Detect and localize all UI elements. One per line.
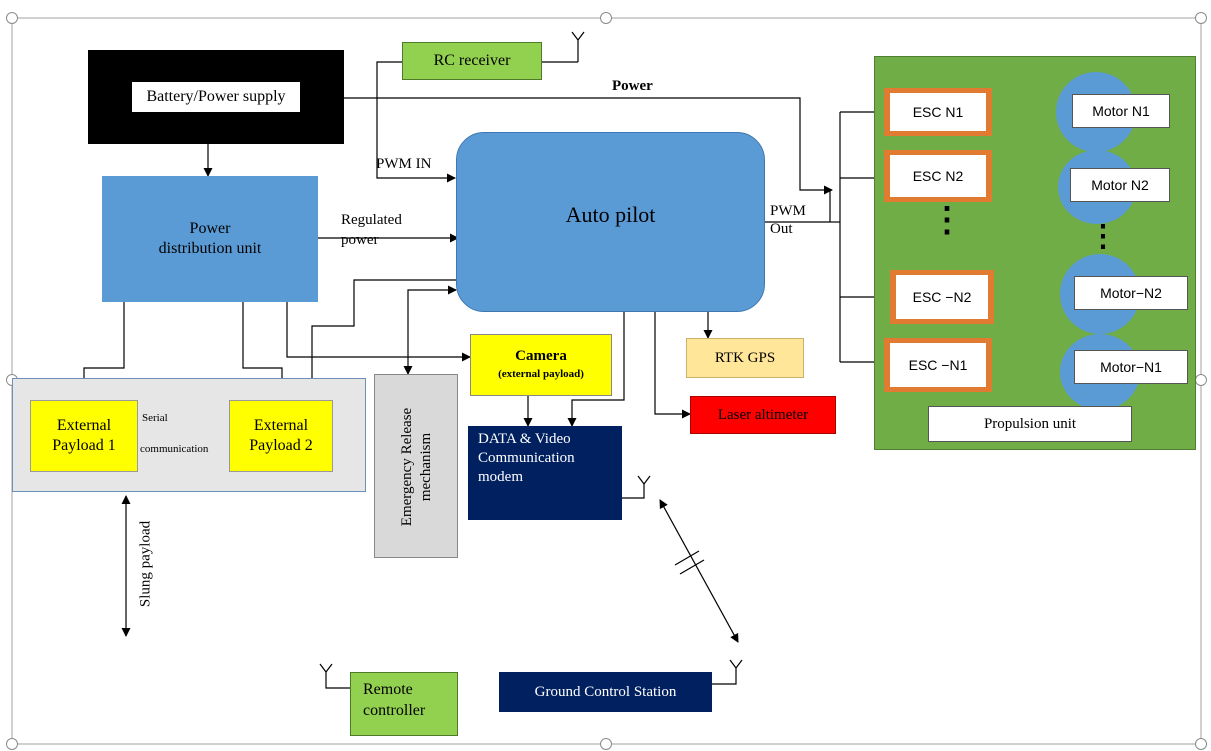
modem-box: DATA & Video Communication modem [468, 426, 622, 520]
pdu-to-camera [286, 302, 471, 362]
esc-n1: ESC −N1 [884, 338, 992, 392]
pdu-label-1: Power [189, 220, 231, 237]
modem-label-1: DATA & Video [478, 431, 571, 447]
camera-title: Camera [515, 348, 567, 364]
modem-antenna [622, 484, 645, 499]
motor-dots: ⋮ [1088, 220, 1118, 253]
rtk-gps-box: RTK GPS [686, 338, 804, 378]
motor-n2-label: Motor−N2 [1074, 276, 1188, 310]
laser-altimeter-box: Laser altimeter [690, 396, 836, 434]
pwm-in-label: PWM IN [376, 156, 432, 172]
resize-handle-tr[interactable] [1195, 12, 1207, 24]
modem-label-2: Communication [478, 450, 575, 466]
modem-label-3: modem [478, 469, 523, 485]
camera-box: Camera (external payload) [470, 334, 612, 396]
pwm-in-line [376, 61, 456, 183]
esc-1: ESC N1 [884, 88, 992, 136]
external-payload-2: External Payload 2 [229, 400, 333, 472]
resize-handle-mr[interactable] [1195, 374, 1207, 386]
rtk-gps-label: RTK GPS [714, 349, 776, 366]
autopilot-box: Auto pilot [456, 132, 765, 312]
communication-label: communication [140, 443, 209, 455]
rc-controller-antenna [325, 672, 350, 689]
autopilot-to-modem [567, 312, 625, 427]
battery-box: Battery/Power supply [88, 50, 344, 144]
power-label: Power [612, 78, 653, 94]
autopilot-label: Auto pilot [565, 202, 656, 227]
power-line [344, 97, 833, 195]
external-payload-1: External Payload 1 [30, 400, 138, 472]
emergency-link [403, 285, 457, 375]
laser-altimeter-label: Laser altimeter [717, 406, 809, 423]
battery-label: Battery/Power supply [132, 82, 300, 112]
resize-handle-tm[interactable] [600, 12, 612, 24]
resize-handle-tl[interactable] [6, 12, 18, 24]
regulated-power-label: Regulated power [341, 212, 402, 248]
rc-receiver-label: RC receiver [433, 52, 511, 69]
esc-2: ESC N2 [884, 150, 992, 202]
serial-label: Serial [142, 412, 168, 424]
autopilot-to-payload2 [307, 279, 456, 399]
slung-payload-label: Slung payload [137, 520, 154, 608]
autopilot-to-laser [654, 312, 691, 419]
propulsion-unit-label-box: Propulsion unit [928, 406, 1132, 442]
pwm-out-label: PWM Out [770, 203, 806, 237]
emergency-release-label: Emergency Release mechanism [399, 407, 434, 527]
gcs-antenna [712, 668, 737, 685]
ground-control-station: Ground Control Station [499, 672, 712, 712]
esc-n2: ESC −N2 [890, 270, 994, 324]
rc-receiver-box: RC receiver [402, 42, 542, 80]
motor-2-label: Motor N2 [1070, 168, 1170, 202]
esc-dots: ⋮ [930, 202, 964, 239]
power-distribution-unit: Power distribution unit [102, 176, 318, 302]
motor-1-label: Motor N1 [1072, 94, 1170, 128]
resize-handle-bm[interactable] [600, 738, 612, 750]
emergency-release-box: Emergency Release mechanism [374, 374, 458, 558]
remote-controller-box: Remote controller [350, 672, 458, 736]
motor-n1-label: Motor−N1 [1074, 350, 1188, 384]
pdu-label-2: distribution unit [158, 240, 262, 257]
camera-subtitle: (external payload) [498, 368, 584, 380]
wireless-link [659, 499, 739, 643]
resize-handle-bl[interactable] [6, 738, 18, 750]
resize-handle-br[interactable] [1195, 738, 1207, 750]
